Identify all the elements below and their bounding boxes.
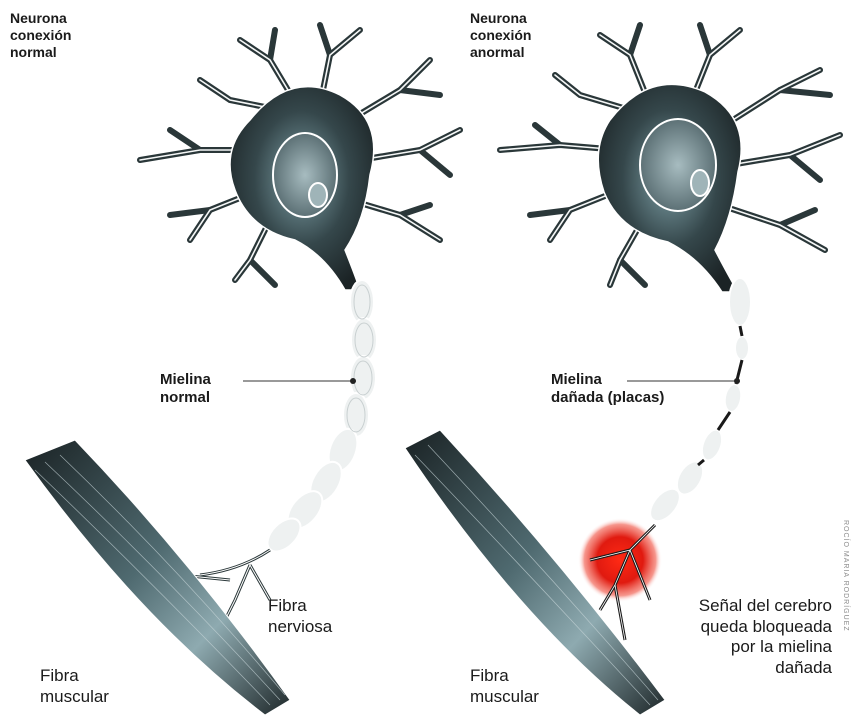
nucleus-right xyxy=(640,119,716,211)
myelin-sheath-left xyxy=(261,280,377,558)
muscle-label-right: Fibra muscular xyxy=(470,666,539,707)
nerve-fiber-label: Fibra nerviosa xyxy=(268,596,332,637)
myelin-label-left: Mielina normal xyxy=(160,371,211,408)
myelin-label-right: Mielina dañada (placas) xyxy=(551,371,664,408)
image-credit: ROCÍO MARIA RODRÍGUEZ xyxy=(842,520,849,632)
nucleolus-left xyxy=(309,183,327,207)
muscle-label-left: Fibra muscular xyxy=(40,666,109,707)
title-right: Neurona conexión anormal xyxy=(470,10,531,61)
neuron-left xyxy=(140,25,460,640)
neuron-right xyxy=(500,25,840,527)
nucleolus-right xyxy=(691,170,709,196)
blocked-signal-label: Señal del cerebro queda bloqueada por la… xyxy=(640,596,832,679)
title-left: Neurona conexión normal xyxy=(10,10,71,61)
nucleus-left xyxy=(273,133,337,217)
